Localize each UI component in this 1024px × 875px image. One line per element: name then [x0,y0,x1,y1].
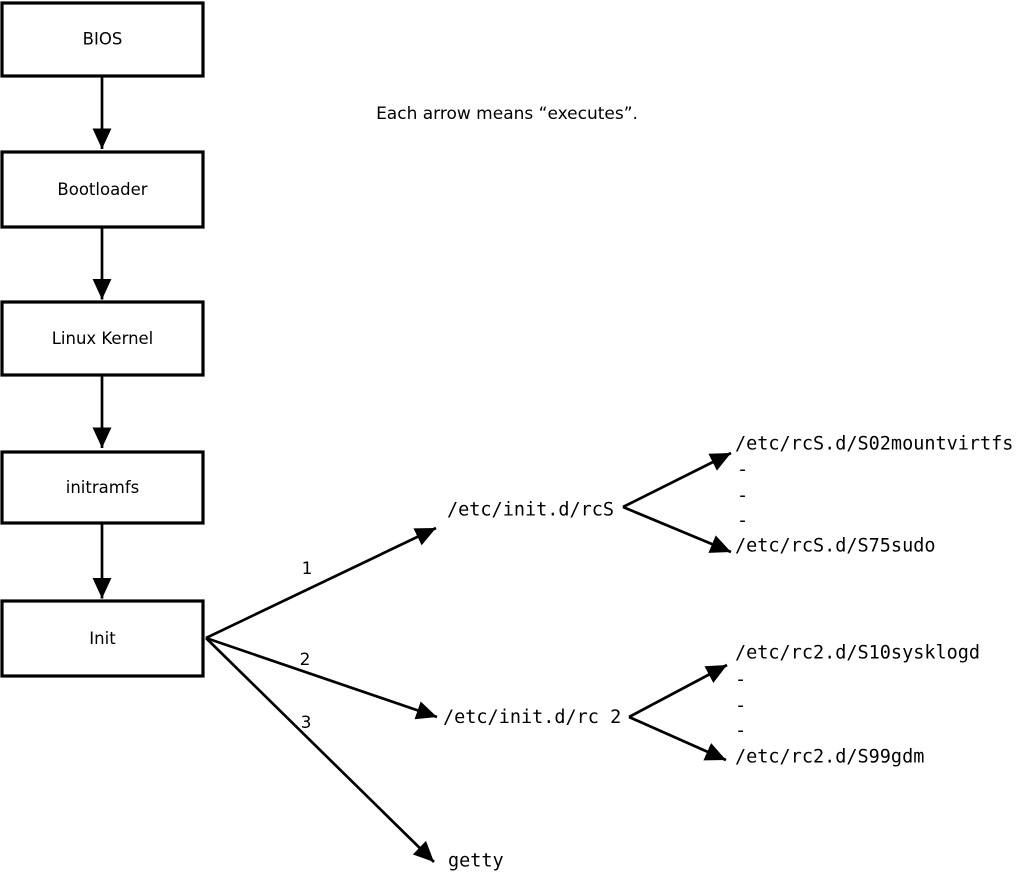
target-init-d-rc2: /etc/init.d/rc 2 [443,707,621,728]
arrow-rcs-to-s75 [622,505,732,554]
arrow-init-to-rc2 [205,636,438,720]
box-init: Init [0,599,205,678]
arrow-meaning-note: Each arrow means “executes”. [376,104,638,124]
rcs-ellipsis-dash: - [737,460,748,481]
bootloader-box-label: Bootloader [57,180,147,199]
arrow-rc2-to-s99 [628,715,727,762]
arrow-init-to-getty [205,637,435,863]
linux-kernel-box-rect [0,300,205,377]
box-bios: BIOS [0,1,205,78]
box-linux-kernel: Linux Kernel [0,300,205,377]
bootloader-box-rect [0,150,205,229]
init-box-rect [0,599,205,678]
bios-box-rect [0,1,205,78]
arrow-rcs-to-s02 [622,451,732,509]
target-getty: getty [448,851,504,872]
rcs-ellipsis-dash: - [737,486,748,507]
rc2-script-first: /etc/rc2.d/S10sysklogd [735,643,980,664]
target-init-d-rcs: /etc/init.d/rcS [447,500,614,521]
init-box-label: Init [89,629,116,648]
arrow-init-to-rcs [205,526,437,640]
initramfs-box-rect [0,450,205,525]
rcs-script-last: /etc/rcS.d/S75sudo [735,536,935,557]
arrow-rc2-to-s10 [628,663,728,719]
initramfs-box-label: initramfs [66,478,139,497]
bios-box-label: BIOS [83,30,123,49]
branch-3-number: 3 [301,713,312,733]
rc2-script-last: /etc/rc2.d/S99gdm [735,747,924,768]
rc2-ellipsis-dash: - [735,670,746,691]
rc2-ellipsis-dash: - [735,696,746,717]
rc2-ellipsis-dash: - [735,721,746,742]
box-bootloader: Bootloader [0,150,205,229]
rcs-script-first: /etc/rcS.d/S02mountvirtfs [735,434,1013,455]
box-initramfs: initramfs [0,450,205,525]
rcs-ellipsis-dash: - [737,511,748,532]
linux-kernel-box-label: Linux Kernel [52,329,154,348]
branch-2-number: 2 [300,650,311,670]
branch-1-number: 1 [302,559,313,579]
